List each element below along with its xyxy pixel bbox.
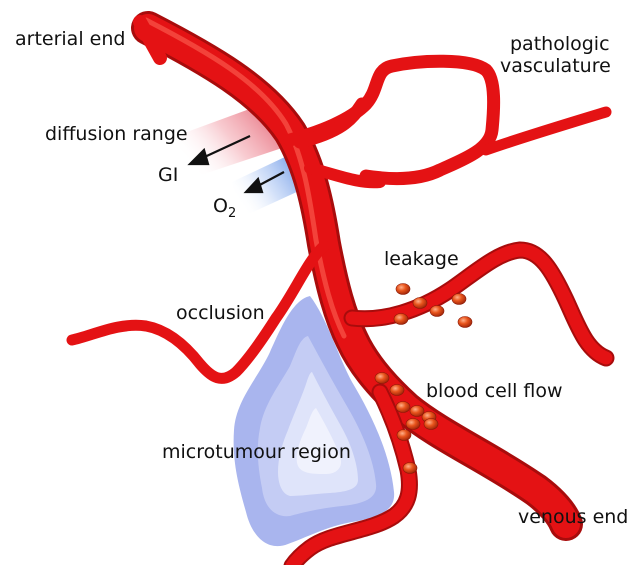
blood-cell	[458, 317, 472, 328]
blood-cell	[396, 284, 410, 295]
o2-subscript: 2	[228, 206, 236, 221]
pathologic-vasculature-label: pathologic vasculature	[500, 33, 611, 77]
blood-cell	[375, 373, 389, 384]
o2-label: O2	[213, 195, 236, 220]
venous-end-label: venous end	[518, 506, 628, 528]
diffusion-range-label: diffusion range	[45, 123, 188, 145]
gi-label: GI	[158, 164, 178, 186]
o2-main: O	[213, 195, 228, 217]
blood-cell	[394, 314, 408, 325]
arterial-end-label: arterial end	[15, 28, 125, 50]
blood-cell	[413, 298, 427, 309]
pathologic-label-line1: pathologic	[500, 33, 611, 55]
blood-cell	[452, 294, 466, 305]
occlusion-label: occlusion	[176, 302, 265, 324]
blood-cell	[410, 406, 424, 417]
blood-cell	[390, 385, 404, 396]
blood-cell	[403, 463, 417, 474]
leakage-label: leakage	[384, 248, 459, 270]
pathologic-label-line2: vasculature	[500, 55, 611, 77]
blood-cell	[396, 402, 410, 413]
blood-cell	[406, 419, 420, 430]
microtumour-region-label: microtumour region	[162, 441, 351, 463]
blood-cell	[397, 430, 411, 441]
microtumour-region-shape	[234, 296, 395, 546]
blood-cell-flow-label: blood cell flow	[426, 380, 563, 402]
blood-cell	[430, 306, 444, 317]
blood-cell	[424, 419, 438, 430]
